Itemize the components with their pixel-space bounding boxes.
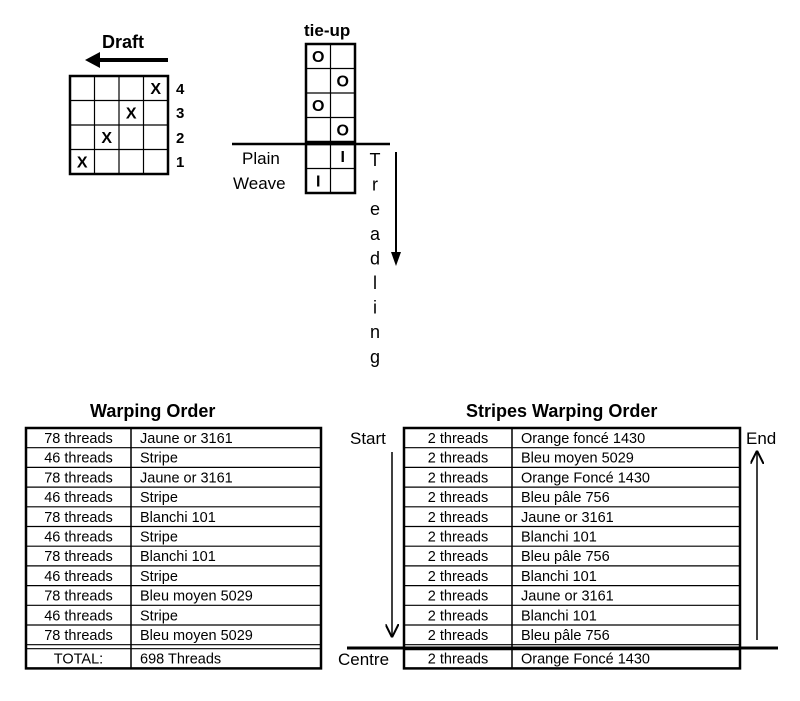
draft-cell-mark: X <box>126 106 137 123</box>
stripe-row-color-cell: Bleu pâle 756 <box>521 490 610 506</box>
stripe-row-count-cell: 2 threads <box>428 510 488 526</box>
warp-row-color-cell: Jaune or 3161 <box>140 431 233 447</box>
stripe-row-count-cell: 2 threads <box>428 569 488 585</box>
warp-row-count-cell: 78 threads <box>44 510 113 526</box>
treadling-letter: i <box>373 298 377 318</box>
stripe-row-count-cell: 2 threads <box>428 529 488 545</box>
warp-row-color-cell: Stripe <box>140 451 178 467</box>
stripe-row-count-cell: 2 threads <box>428 628 488 644</box>
treadling-cell-mark: I <box>341 149 345 166</box>
start-label: Start <box>350 429 386 448</box>
stripe-row-count-cell: 2 threads <box>428 470 488 486</box>
stripe-row-count-cell: 2 threads <box>428 549 488 565</box>
warping-order-title: Warping Order <box>90 401 215 421</box>
warp-row-count-cell: 46 threads <box>44 529 113 545</box>
stripe-row-color-cell: Blanchi 101 <box>521 608 597 624</box>
stripe-row-count-cell: 2 threads <box>428 608 488 624</box>
warp-row-color-cell: Bleu moyen 5029 <box>140 589 253 605</box>
tieup-cell-mark: O <box>312 49 324 66</box>
treadling-cell-mark: I <box>316 174 320 191</box>
stripe-row-color-cell: Bleu moyen 5029 <box>521 451 634 467</box>
centre-row-count: 2 threads <box>428 652 488 668</box>
tieup-cell-mark: O <box>337 123 349 140</box>
tieup-cell-mark: O <box>337 74 349 91</box>
warp-row-count-cell: 78 threads <box>44 628 113 644</box>
stripe-row-color-cell: Bleu pâle 756 <box>521 549 610 565</box>
treadling-letter: T <box>370 150 381 170</box>
stripe-row-border <box>402 426 742 670</box>
warp-row-count-cell: 46 threads <box>44 451 113 467</box>
treadling-letter: g <box>370 347 380 367</box>
centre-row-color: Orange Foncé 1430 <box>521 652 650 668</box>
stripe-row-count-cell: 2 threads <box>428 451 488 467</box>
stripe-row-color-cell: Bleu pâle 756 <box>521 628 610 644</box>
stripe-row-color-cell: Jaune or 3161 <box>521 510 614 526</box>
tieup-title: tie-up <box>304 21 350 40</box>
treadling-grid: II <box>304 142 357 195</box>
warp-row-color-cell: Blanchi 101 <box>140 549 216 565</box>
stripes-order-title: Stripes Warping Order <box>466 401 657 421</box>
warp-row-count-cell: 78 threads <box>44 431 113 447</box>
centre-label: Centre <box>338 650 389 669</box>
treadling-letter: l <box>373 273 377 293</box>
stripe-row-count-cell: 2 threads <box>428 431 488 447</box>
treadling-letter: a <box>370 224 381 244</box>
treadling-letter: d <box>370 248 380 268</box>
stripe-row-color-cell: Blanchi 101 <box>521 529 597 545</box>
shaft-label-4: 4 <box>176 81 185 98</box>
draft-cell-mark: X <box>77 155 88 172</box>
stripe-row-count-cell: 2 threads <box>428 490 488 506</box>
total-label: TOTAL: <box>54 652 103 668</box>
stripe-row-color-cell: Jaune or 3161 <box>521 589 614 605</box>
draft-cell-mark: X <box>150 81 161 98</box>
draft-cell-mark: X <box>101 130 112 147</box>
warp-row-color-cell: Bleu moyen 5029 <box>140 628 253 644</box>
plain-weave-label-line2: Weave <box>233 174 286 193</box>
treadling-letter: e <box>370 199 380 219</box>
draft-arrow-head <box>85 52 100 68</box>
draft-title: Draft <box>102 32 144 52</box>
stripe-row-color-cell: Orange foncé 1430 <box>521 431 645 447</box>
warp-row-count-cell: 78 threads <box>44 549 113 565</box>
total-value: 698 Threads <box>140 652 221 668</box>
warp-row-count-cell: 46 threads <box>44 608 113 624</box>
stripes-order-section: Stripes Warping Order Start End Centre 2… <box>338 401 778 670</box>
warp-row-color-cell: Stripe <box>140 529 178 545</box>
treadling-letter: r <box>372 175 378 195</box>
draft-shaft-labels: 4 3 2 1 <box>176 81 185 171</box>
stripe-row-color-cell: Orange Foncé 1430 <box>521 470 650 486</box>
tieup-cell-mark: O <box>312 98 324 115</box>
plain-weave-label-line1: Plain <box>242 149 280 168</box>
treadling-arrow-head <box>391 252 401 266</box>
warp-row-border <box>24 426 323 670</box>
shaft-label-3: 3 <box>176 105 184 122</box>
warp-row-color-cell: Jaune or 3161 <box>140 470 233 486</box>
warp-row-color-cell: Blanchi 101 <box>140 510 216 526</box>
warp-row-count-cell: 46 threads <box>44 490 113 506</box>
warp-row-color-cell: Stripe <box>140 608 178 624</box>
treadling-letter: n <box>370 322 380 342</box>
warp-row-count-cell: 78 threads <box>44 470 113 486</box>
warp-row-color-cell: Stripe <box>140 490 178 506</box>
warp-row-count-cell: 78 threads <box>44 589 113 605</box>
warp-row-count-cell: 46 threads <box>44 569 113 585</box>
warp-row-color-cell: Stripe <box>140 569 178 585</box>
end-label: End <box>746 429 776 448</box>
stripe-row-count-cell: 2 threads <box>428 589 488 605</box>
shaft-label-2: 2 <box>176 130 184 147</box>
stripe-row-color-cell: Blanchi 101 <box>521 569 597 585</box>
shaft-label-1: 1 <box>176 154 184 171</box>
